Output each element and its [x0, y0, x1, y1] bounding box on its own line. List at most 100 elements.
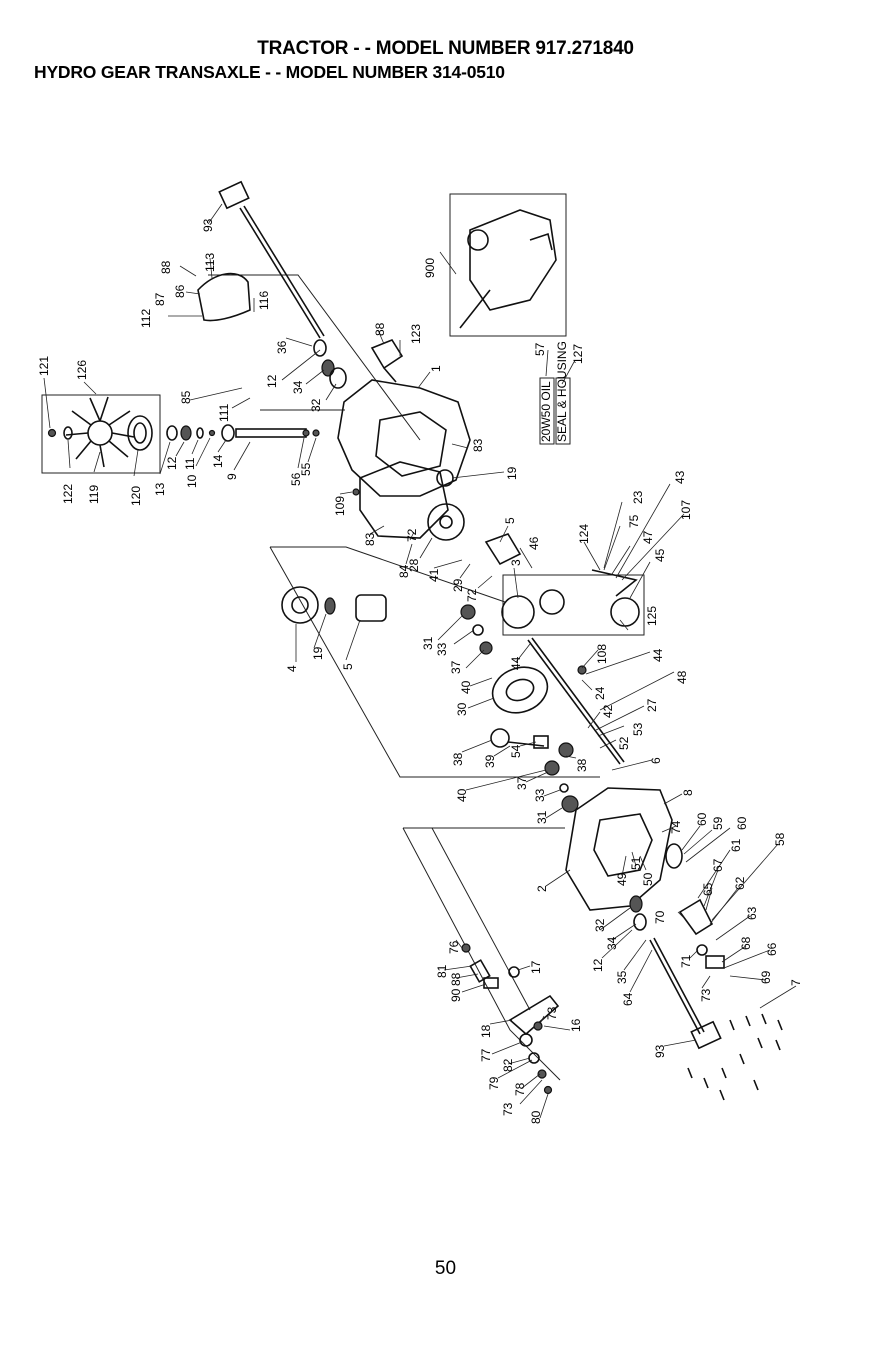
- callout-109: 109: [333, 496, 347, 516]
- callout-73-right: 73: [699, 988, 713, 1002]
- callout-30: 30: [455, 702, 469, 716]
- callout-31-lower: 31: [535, 810, 549, 824]
- spring-108: [577, 665, 587, 675]
- callout-6: 6: [649, 757, 663, 764]
- callout-70: 70: [653, 910, 667, 924]
- nut-80: [543, 1085, 553, 1095]
- washer-17: [508, 966, 520, 978]
- callout-62: 62: [733, 876, 747, 890]
- callout-43: 43: [673, 470, 687, 484]
- motor-5-upper: [484, 533, 522, 566]
- page-subtitle: HYDRO GEAR TRANSAXLE - - MODEL NUMBER 31…: [34, 62, 505, 82]
- callout-5-upper: 5: [503, 517, 517, 524]
- callout-45: 45: [653, 548, 667, 562]
- pulley-60: [665, 843, 683, 869]
- callout-39: 39: [483, 754, 497, 768]
- nut-76: [461, 943, 471, 953]
- callout-51: 51: [629, 856, 643, 870]
- callout-8: 8: [681, 789, 695, 796]
- callout-126: 126: [75, 360, 89, 380]
- callout-127: 127: [571, 344, 585, 364]
- callout-labels: 93 88 113 86 87 112 116 36 88 123 12 34 …: [37, 218, 803, 1124]
- callout-82: 82: [501, 1058, 515, 1072]
- axle-shaft-64-2: [653, 937, 705, 1033]
- pulley-120: [127, 415, 153, 451]
- callout-11: 11: [183, 457, 197, 470]
- callout-19-right: 19: [505, 466, 519, 480]
- callout-90: 90: [449, 988, 463, 1002]
- callout-60-right: 60: [735, 816, 749, 830]
- upper-housing-1: [337, 379, 471, 497]
- gear-assembly-frame: [270, 546, 506, 603]
- callout-79: 79: [487, 1076, 501, 1090]
- cylinder-block-5: [355, 594, 387, 622]
- center-case-109: [359, 461, 449, 539]
- callout-12-upper: 12: [265, 374, 279, 388]
- gear-37b: [544, 760, 560, 776]
- callout-33-lower: 33: [533, 788, 547, 802]
- axle-shaft-44: [527, 639, 621, 765]
- callout-88-top: 88: [159, 260, 173, 274]
- gear-38b: [558, 742, 574, 758]
- bracket-88-123: [370, 339, 404, 383]
- callout-38-right: 38: [575, 758, 589, 772]
- callout-38-left: 38: [451, 752, 465, 766]
- ring-10: [208, 429, 216, 437]
- callout-58: 58: [773, 832, 787, 846]
- callout-2: 2: [535, 885, 549, 892]
- callout-59: 59: [711, 816, 725, 830]
- callout-86: 86: [173, 284, 187, 298]
- callout-112: 112: [139, 309, 153, 328]
- axle-shaft-44-2: [531, 637, 625, 763]
- callout-93-bottom: 93: [653, 1044, 667, 1058]
- callout-85: 85: [179, 390, 193, 404]
- page-title: TRACTOR - - MODEL NUMBER 917.271840: [257, 38, 634, 59]
- bearing-56: [302, 429, 310, 437]
- oil-decal-57: 20W50 OIL SEAL & HOUSING: [539, 341, 571, 445]
- callout-42: 42: [601, 704, 615, 718]
- center-section-4: [281, 586, 319, 624]
- parts: [47, 180, 783, 1101]
- callout-36: 36: [275, 340, 289, 354]
- callout-27: 27: [645, 698, 659, 712]
- seal-14: [221, 424, 235, 442]
- seal-32: [329, 367, 347, 389]
- page-number: 50: [434, 1258, 457, 1279]
- callout-54: 54: [509, 744, 523, 758]
- input-shaft-9: [235, 428, 307, 438]
- callout-40-lower: 40: [455, 788, 469, 802]
- callout-9: 9: [225, 473, 239, 480]
- brake-arm-124: [591, 569, 638, 597]
- axle-shaft-upper-2: [243, 205, 325, 337]
- callout-7: 7: [789, 979, 803, 986]
- callout-88-lower: 88: [449, 972, 463, 986]
- callout-3: 3: [509, 559, 523, 566]
- callout-122: 122: [61, 484, 75, 504]
- bearing-12: [180, 425, 192, 441]
- bracket-90: [483, 977, 499, 989]
- callout-28: 28: [407, 558, 421, 572]
- washer-55: [312, 429, 320, 437]
- callout-13: 13: [153, 482, 167, 496]
- brake-wheel-45: [610, 597, 640, 627]
- callout-56: 56: [289, 472, 303, 486]
- callout-41: 41: [427, 568, 441, 582]
- lower-housing-2-detail: [593, 813, 653, 877]
- callout-108: 108: [595, 644, 609, 664]
- center-section-4-inner: [291, 596, 309, 614]
- bearing-32b: [629, 895, 643, 913]
- callout-87: 87: [153, 292, 167, 306]
- callout-35: 35: [615, 970, 629, 984]
- callout-72-upper: 72: [405, 528, 419, 542]
- spring-78: [537, 1069, 547, 1079]
- callout-32-lower: 32: [593, 918, 607, 932]
- callout-48: 48: [675, 670, 689, 684]
- bearing-19b: [324, 597, 336, 615]
- gear-assembly-frame-lower: [269, 546, 600, 778]
- callout-65: 65: [701, 882, 715, 896]
- shroud-86: [197, 272, 251, 322]
- callout-16: 16: [569, 1018, 583, 1032]
- callout-81: 81: [435, 964, 449, 978]
- callout-121: 121: [37, 356, 51, 376]
- brake-disc-3: [501, 595, 535, 629]
